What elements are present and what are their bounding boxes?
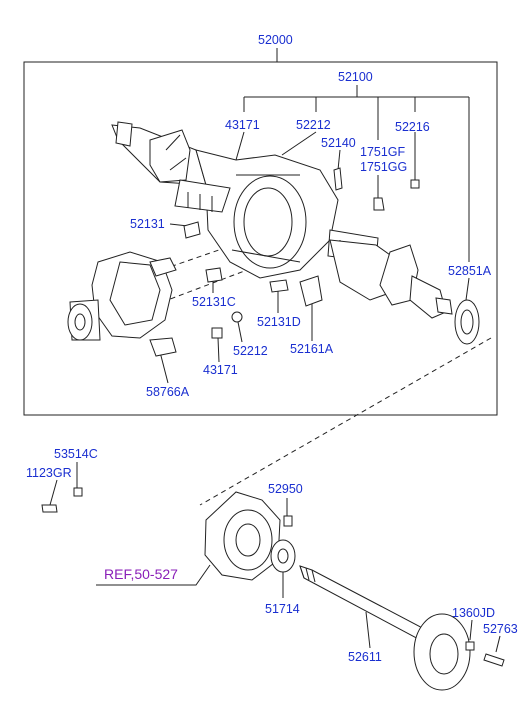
label-52000[interactable]: 52000 bbox=[258, 33, 293, 47]
label-53514C[interactable]: 53514C bbox=[54, 447, 98, 461]
label-52763[interactable]: 52763 bbox=[483, 622, 518, 636]
label-1751GF[interactable]: 1751GF bbox=[360, 145, 406, 159]
label-52131D[interactable]: 52131D bbox=[257, 315, 301, 329]
label-43171-top[interactable]: 43171 bbox=[225, 118, 260, 132]
label-52950[interactable]: 52950 bbox=[268, 482, 303, 496]
label-52216[interactable]: 52216 bbox=[395, 120, 430, 134]
label-51714[interactable]: 51714 bbox=[265, 602, 300, 616]
label-52131[interactable]: 52131 bbox=[130, 217, 165, 231]
label-1751GG[interactable]: 1751GG bbox=[360, 160, 408, 174]
label-58766A[interactable]: 58766A bbox=[146, 385, 190, 399]
label-1360JD[interactable]: 1360JD bbox=[452, 606, 496, 620]
axle-housing-drawing bbox=[67, 121, 480, 357]
label-52851A[interactable]: 52851A bbox=[448, 264, 492, 278]
label-52161A[interactable]: 52161A bbox=[290, 342, 334, 356]
label-1123GR[interactable]: 1123GR bbox=[26, 466, 72, 480]
axle-shaft-drawing bbox=[41, 487, 505, 691]
label-52140[interactable]: 52140 bbox=[321, 136, 356, 150]
label-52131C[interactable]: 52131C bbox=[192, 295, 236, 309]
label-52212-bottom[interactable]: 52212 bbox=[233, 344, 268, 358]
label-52212-top[interactable]: 52212 bbox=[296, 118, 331, 132]
label-52611[interactable]: 52611 bbox=[348, 650, 382, 664]
label-52100[interactable]: 52100 bbox=[338, 70, 373, 84]
ref-50-527[interactable]: REF,50-527 bbox=[104, 566, 178, 582]
label-43171-bottom[interactable]: 43171 bbox=[203, 363, 238, 377]
assembly-frame bbox=[23, 61, 498, 416]
